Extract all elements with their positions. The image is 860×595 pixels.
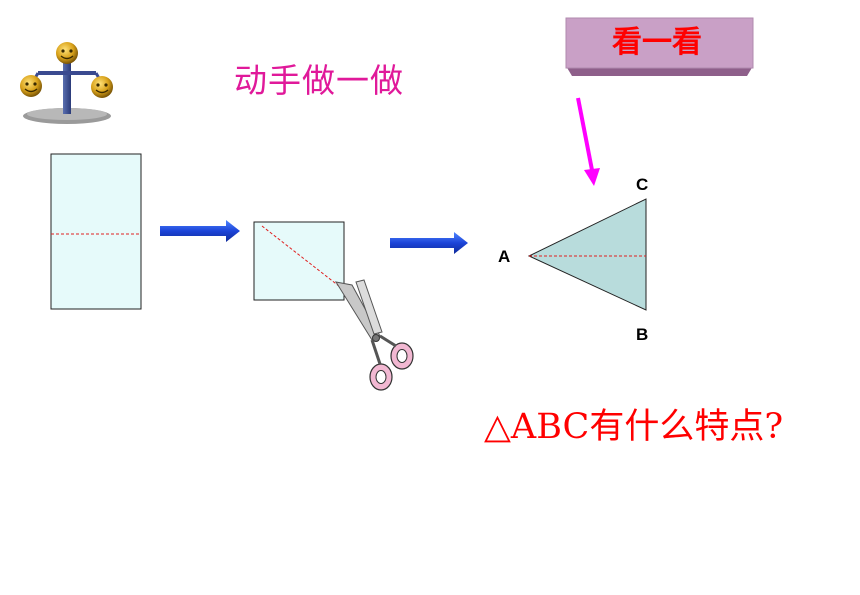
vertex-label-c: C	[636, 175, 649, 194]
triangle-abc	[527, 198, 647, 311]
folded-square	[253, 221, 345, 301]
balance-scale-figure-icon	[20, 42, 113, 124]
paper-rectangle	[50, 153, 142, 310]
kan-yi-kan-banner	[565, 17, 754, 76]
vertex-label-a: A	[498, 247, 511, 266]
scissors-icon	[334, 279, 414, 391]
right-arrow-icon	[390, 232, 468, 254]
question-text: △ABC有什么特点?	[484, 407, 784, 447]
vertex-label-b: B	[636, 325, 649, 344]
pointer-arrow-icon	[576, 97, 600, 186]
page-title: 动手做一做	[234, 61, 404, 100]
right-arrow-icon	[160, 220, 240, 242]
banner-label: 看一看	[612, 25, 702, 60]
